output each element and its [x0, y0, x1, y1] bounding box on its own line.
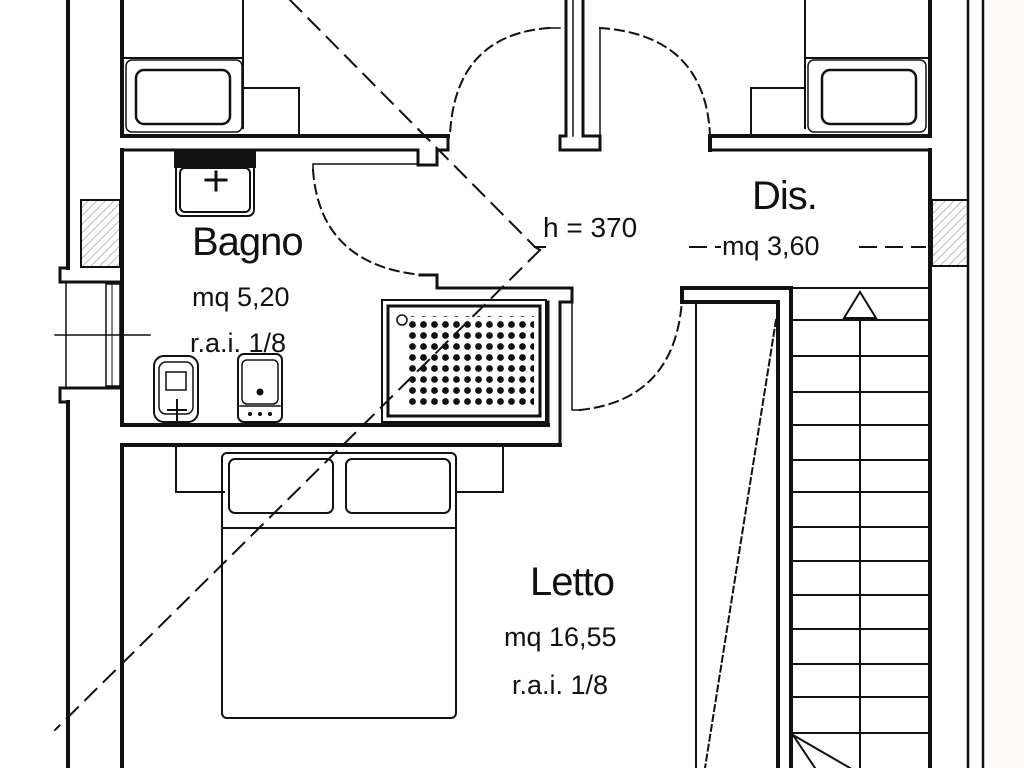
outer-wall-right — [928, 0, 985, 768]
room-name-letto: Letto — [530, 560, 615, 604]
hatched-column-right — [931, 199, 969, 267]
room-rai-bagno: r.a.i. 1/8 — [190, 328, 287, 358]
nightstands — [175, 446, 504, 493]
door-bagno — [311, 163, 424, 277]
letto-walls — [120, 423, 562, 768]
shower-tray — [381, 299, 547, 423]
room-area-dis: mq 3,60 — [722, 231, 820, 261]
washbasin — [174, 150, 256, 217]
partition-top-center — [558, 0, 602, 152]
door-top-left — [448, 26, 561, 137]
room-rai-letto: r.a.i. 1/8 — [512, 670, 609, 700]
room-name-dis: Dis. — [752, 174, 818, 218]
wardrobe — [680, 286, 793, 768]
toilet — [237, 353, 283, 423]
room-name-bagno: Bagno — [192, 220, 304, 264]
hatched-column-left — [80, 199, 121, 268]
top-right-room — [708, 0, 932, 152]
bagno-walls — [120, 148, 574, 447]
door-letto — [571, 298, 684, 412]
double-bed — [221, 452, 457, 719]
section-line — [53, 0, 926, 732]
wall-bagno-top — [120, 134, 450, 167]
page-edge-strip — [988, 0, 1024, 768]
room-area-bagno: mq 5,20 — [192, 282, 290, 312]
window-left — [54, 281, 151, 389]
outer-wall-left — [58, 0, 124, 768]
door-top-right — [598, 26, 712, 137]
top-left-room — [120, 0, 450, 138]
bidet — [153, 355, 199, 423]
height-annotation: h = 370 — [543, 212, 638, 243]
staircase — [790, 287, 931, 768]
room-area-letto: mq 16,55 — [504, 622, 617, 652]
